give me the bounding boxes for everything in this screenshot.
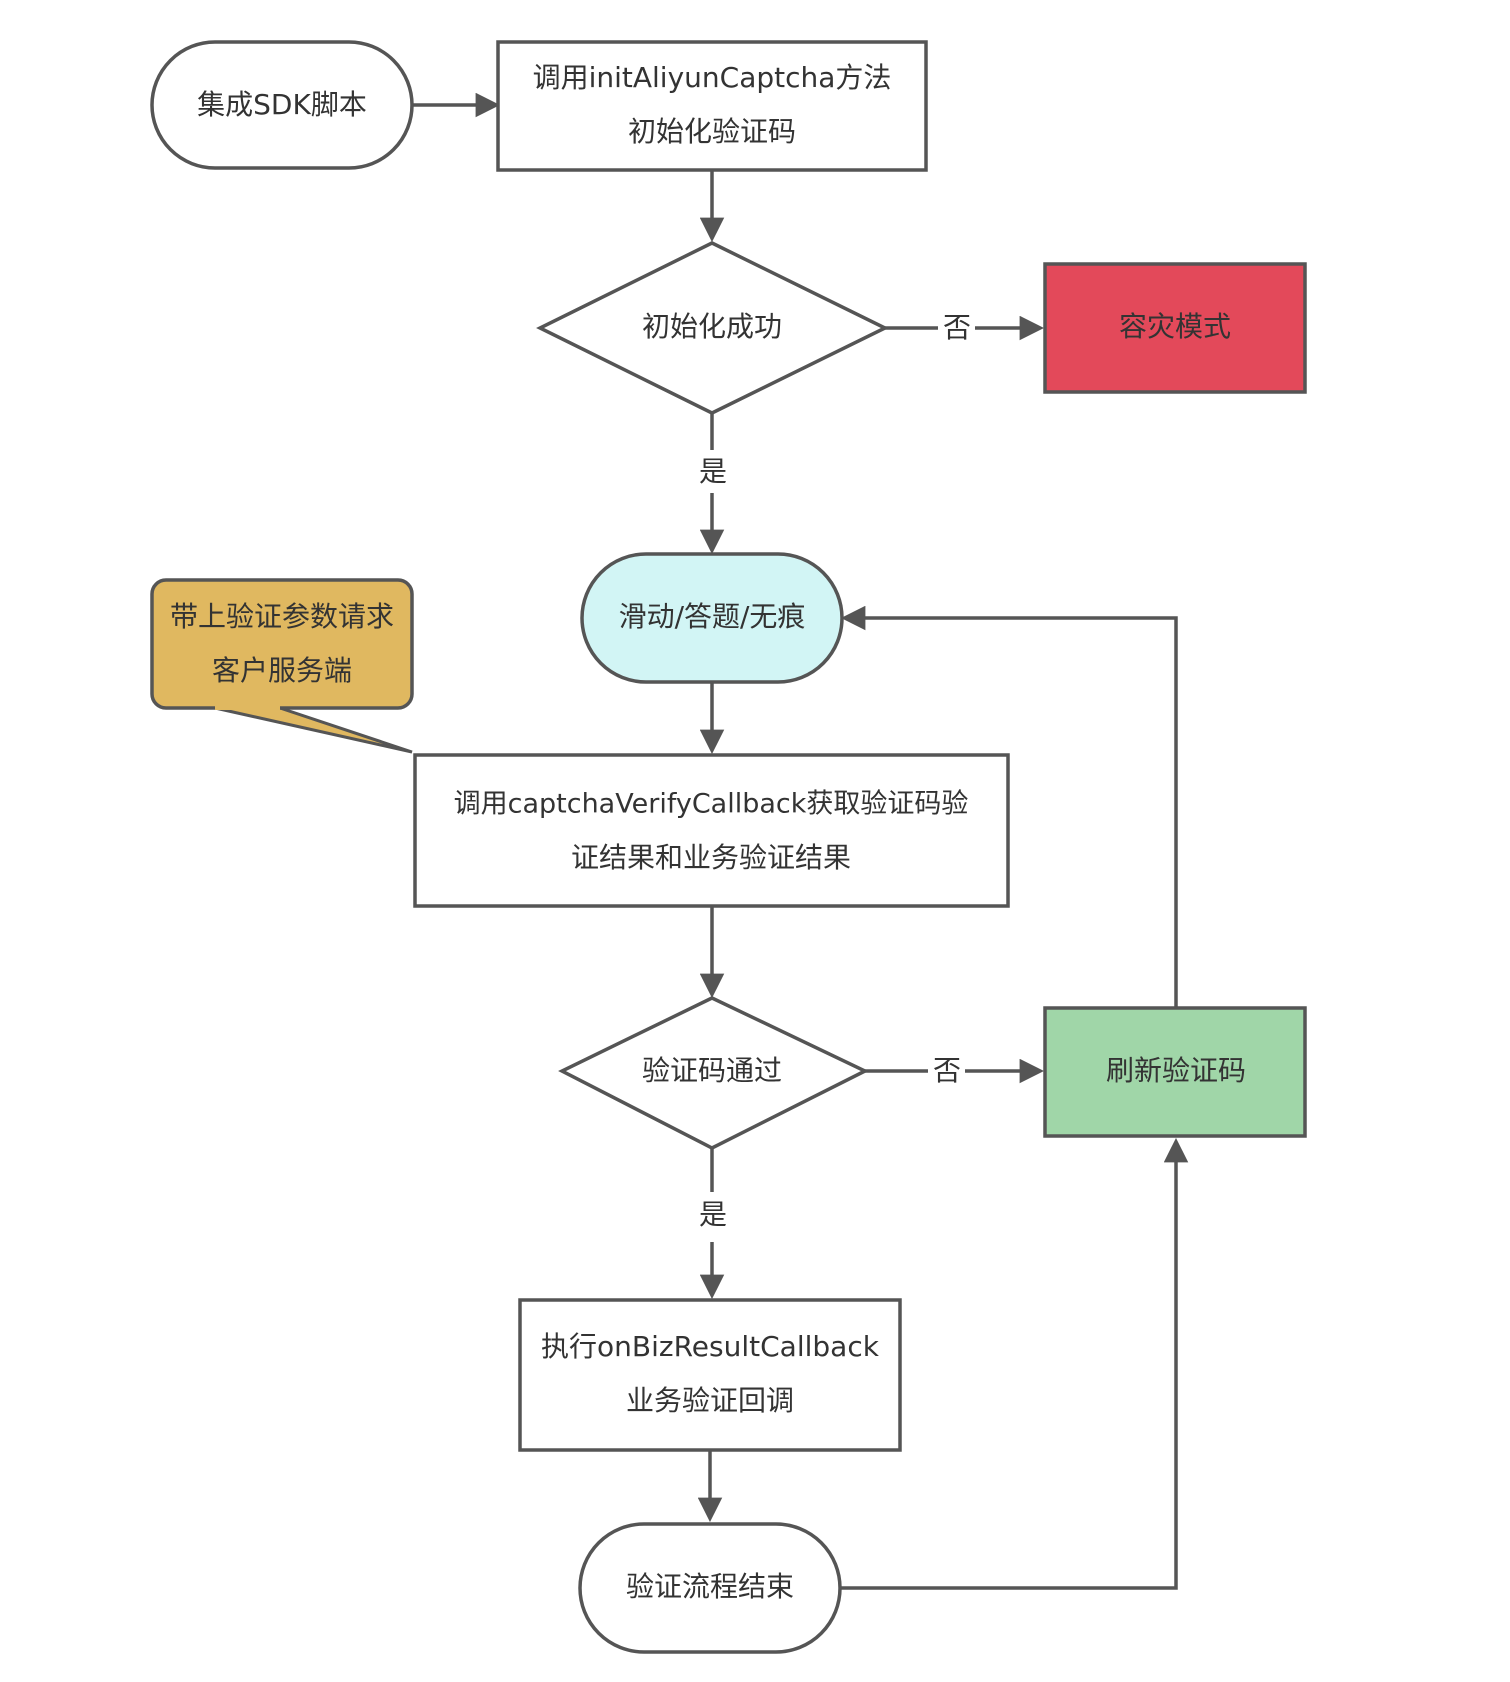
node-disaster-label: 容灾模式 bbox=[1119, 310, 1231, 343]
edge-end-to-refresh bbox=[840, 1137, 1189, 1590]
node-disaster: 容灾模式 bbox=[1043, 262, 1307, 394]
label-pass-no: 否 bbox=[933, 1054, 961, 1087]
node-init-decision: 初始化成功 bbox=[536, 241, 889, 415]
node-init-line2: 初始化验证码 bbox=[628, 115, 796, 148]
label-pass-yes: 是 bbox=[699, 1198, 727, 1231]
node-note-line1: 带上验证参数请求 bbox=[170, 600, 394, 633]
node-verify-callback-line2: 证结果和业务验证结果 bbox=[571, 841, 851, 874]
node-note-line2: 客户服务端 bbox=[212, 654, 352, 687]
node-start-label: 集成SDK脚本 bbox=[197, 88, 367, 121]
node-pass-decision: 验证码通过 bbox=[558, 996, 869, 1150]
node-verify-callback: 调用captchaVerifyCallback获取验证码验 证结果和业务验证结果 bbox=[413, 753, 1010, 908]
node-biz-callback: 执行onBizResultCallback 业务验证回调 bbox=[518, 1298, 902, 1452]
node-init-line1: 调用initAliyunCaptcha方法 bbox=[533, 61, 892, 94]
node-end-label: 验证流程结束 bbox=[626, 1570, 794, 1603]
node-biz-callback-line2: 业务验证回调 bbox=[626, 1384, 794, 1417]
node-pass-decision-label: 验证码通过 bbox=[642, 1054, 782, 1087]
edge-labels: 否 是 否 是 bbox=[699, 311, 971, 1231]
node-note: 带上验证参数请求 客户服务端 bbox=[150, 578, 414, 710]
node-end: 验证流程结束 bbox=[578, 1522, 842, 1654]
note-pointer bbox=[214, 706, 413, 754]
node-verify-callback-line1: 调用captchaVerifyCallback获取验证码验 bbox=[454, 789, 969, 820]
edge-refresh-to-challenge bbox=[840, 605, 1178, 1008]
label-init-no: 否 bbox=[943, 311, 971, 344]
edges bbox=[214, 92, 1189, 1590]
node-start: 集成SDK脚本 bbox=[150, 40, 414, 170]
node-challenge-label: 滑动/答题/无痕 bbox=[619, 600, 806, 633]
node-biz-callback-line1: 执行onBizResultCallback bbox=[541, 1330, 880, 1363]
node-refresh-label: 刷新验证码 bbox=[1106, 1054, 1246, 1087]
node-refresh: 刷新验证码 bbox=[1043, 1006, 1307, 1138]
node-init: 调用initAliyunCaptcha方法 初始化验证码 bbox=[496, 40, 928, 172]
label-init-yes: 是 bbox=[699, 455, 727, 488]
node-init-decision-label: 初始化成功 bbox=[642, 310, 782, 343]
node-challenge: 滑动/答题/无痕 bbox=[580, 552, 844, 684]
